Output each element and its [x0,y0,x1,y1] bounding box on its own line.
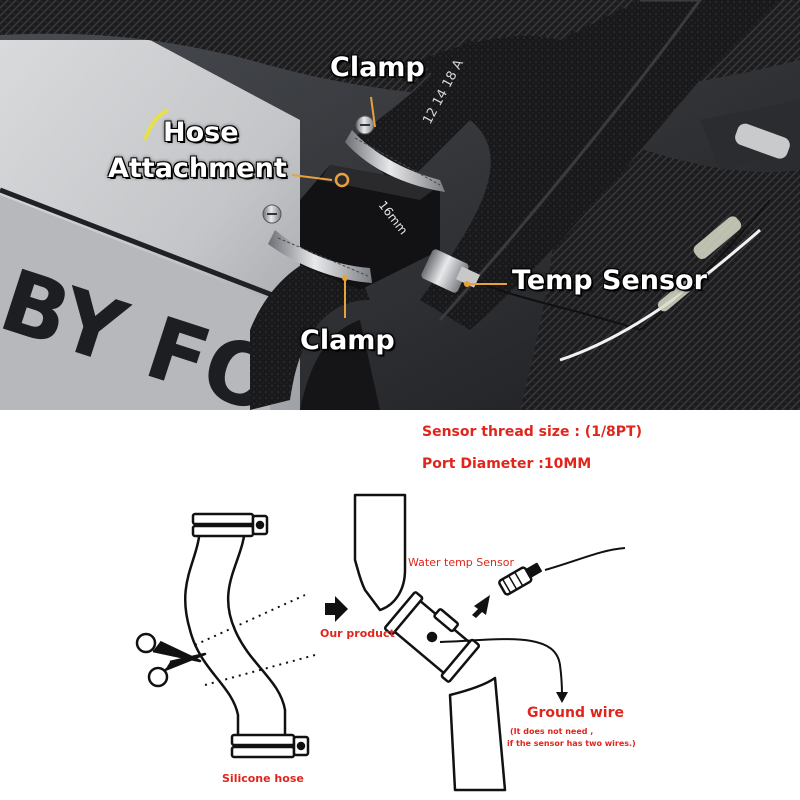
product-adapter [383,591,481,683]
diagram-drawing [135,493,626,792]
silicone-hose-label: Silicone hose [222,772,304,785]
rubber-hose-lower [250,250,370,410]
callout-markers [291,96,507,318]
scissors-icon [135,632,207,688]
upper-pipe-section [353,493,407,612]
top-hose-clamp [345,115,445,192]
clamp-top-label: Clamp [330,52,425,83]
sensor-thread-size-spec: Sensor thread size : (1/8PT) [422,424,643,440]
bottom-hose-clamp [262,204,372,283]
wire-connectors [559,123,790,362]
lower-pipe-section [448,676,507,792]
sensor-insert-arrow-icon [472,595,490,618]
installation-photo: BY FO 12 14 18 A 16mm [0,0,800,410]
silicone-hose-shape [184,523,287,747]
product-arrow-icon [325,596,348,622]
hose-marker-dot [334,172,350,188]
installation-diagram: Sensor thread size : (1/8PT) Port Diamet… [0,410,800,800]
rubber-hose-main [420,0,780,330]
port-diameter-spec: Port Diameter :10MM [422,456,592,472]
ground-wire-label: Ground wire [527,705,624,721]
water-temp-sensor-label: Water temp Sensor [408,556,514,569]
temp-sensor-label: Temp Sensor [512,265,707,296]
ground-wire-note-line2: if the sensor has two wires.) [507,739,636,748]
ground-wire-note-line1: (It does not need , [510,727,594,736]
engine-bay-scene: BY FO 12 14 18 A 16mm [0,0,800,410]
hose-top-clamp [191,512,269,538]
clamp-bottom-label: Clamp [300,325,395,356]
hose-leader [291,174,333,181]
fitting-adapter: 16mm [300,165,440,290]
hose-attachment-label-line1: Hose [163,117,239,148]
temp-sensor [421,249,641,331]
water-temp-sensor-icon [498,562,542,596]
sensor-wire [544,547,626,571]
our-product-label: Our product [320,627,395,640]
ground-wire-line [439,638,563,696]
clamp-top-leader [370,96,376,128]
hose-attachment-label-line2: Attachment [108,153,287,184]
hose-bottom-clamp [230,733,310,759]
